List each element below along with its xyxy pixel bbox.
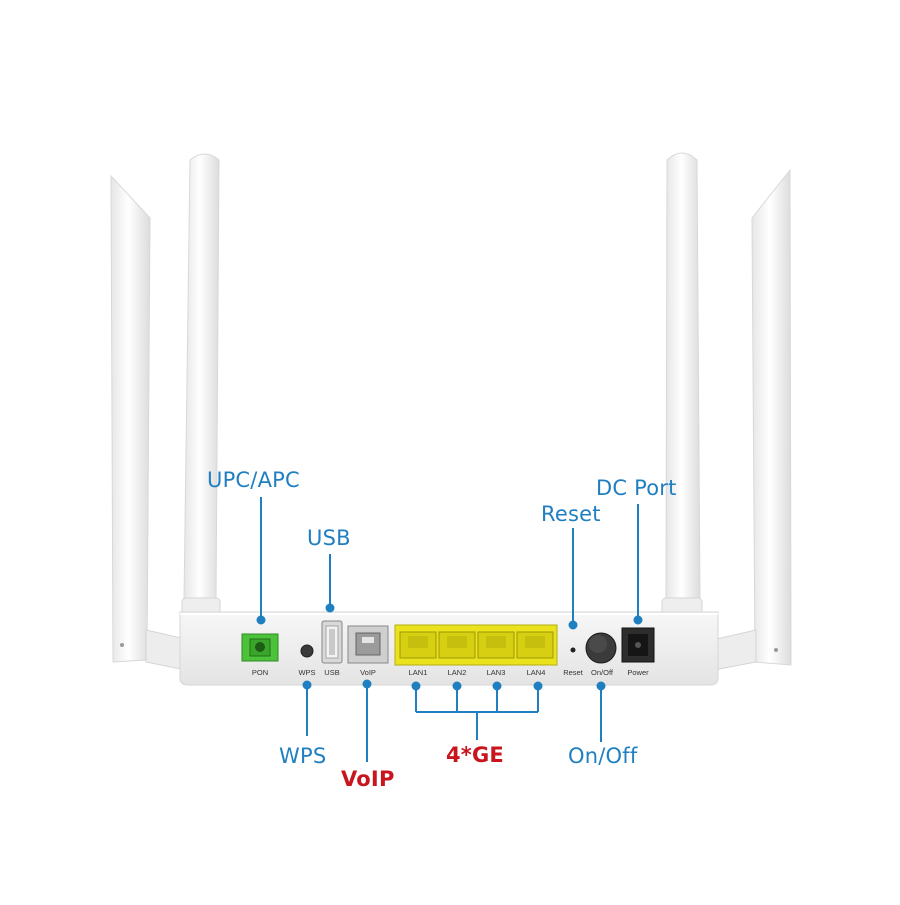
usb-port-label: USB: [324, 668, 340, 677]
reset-port-label: Reset: [563, 668, 583, 677]
voip-port-label: VoIP: [360, 668, 376, 677]
upc-apc-callout: UPC/APC: [207, 468, 300, 492]
antenna-far-right: [711, 168, 792, 671]
usb-callout: USB: [307, 526, 351, 550]
lan2-port: [438, 631, 476, 659]
wps-callout: WPS: [279, 744, 327, 768]
usb-port: [321, 620, 343, 664]
pon-port: [241, 633, 279, 662]
lan4-port-label: LAN4: [526, 668, 546, 677]
lan4-port: [516, 631, 554, 659]
reset-callout: Reset: [541, 502, 601, 526]
reset-pinhole: [570, 647, 576, 653]
voip-callout: VoIP: [341, 767, 395, 791]
onoff-button: [585, 632, 617, 664]
power-port-label: Power: [627, 668, 649, 677]
onoff-callout: On/Off: [568, 744, 638, 768]
lan1-port: [399, 631, 437, 659]
dc-power-jack: [621, 627, 655, 663]
lan3-port: [477, 631, 515, 659]
antenna-inner-right: [661, 152, 703, 641]
wps-button: [300, 644, 314, 658]
voip-port: [347, 625, 389, 664]
lan-ports: [394, 624, 558, 666]
lan1-port-label: LAN1: [408, 668, 428, 677]
pon-port-label: PON: [251, 668, 269, 677]
lan3-port-label: LAN3: [486, 668, 506, 677]
antenna-far-left: [110, 174, 191, 671]
lan2-port-label: LAN2: [447, 668, 467, 677]
ge-callout: 4*GE: [446, 743, 504, 767]
wps-port-label: WPS: [298, 668, 316, 677]
dc-port-callout: DC Port: [596, 476, 677, 500]
onoff-port-label: On/Off: [591, 668, 613, 677]
callout-lines: [256, 497, 643, 762]
antenna-inner-left: [181, 153, 221, 641]
